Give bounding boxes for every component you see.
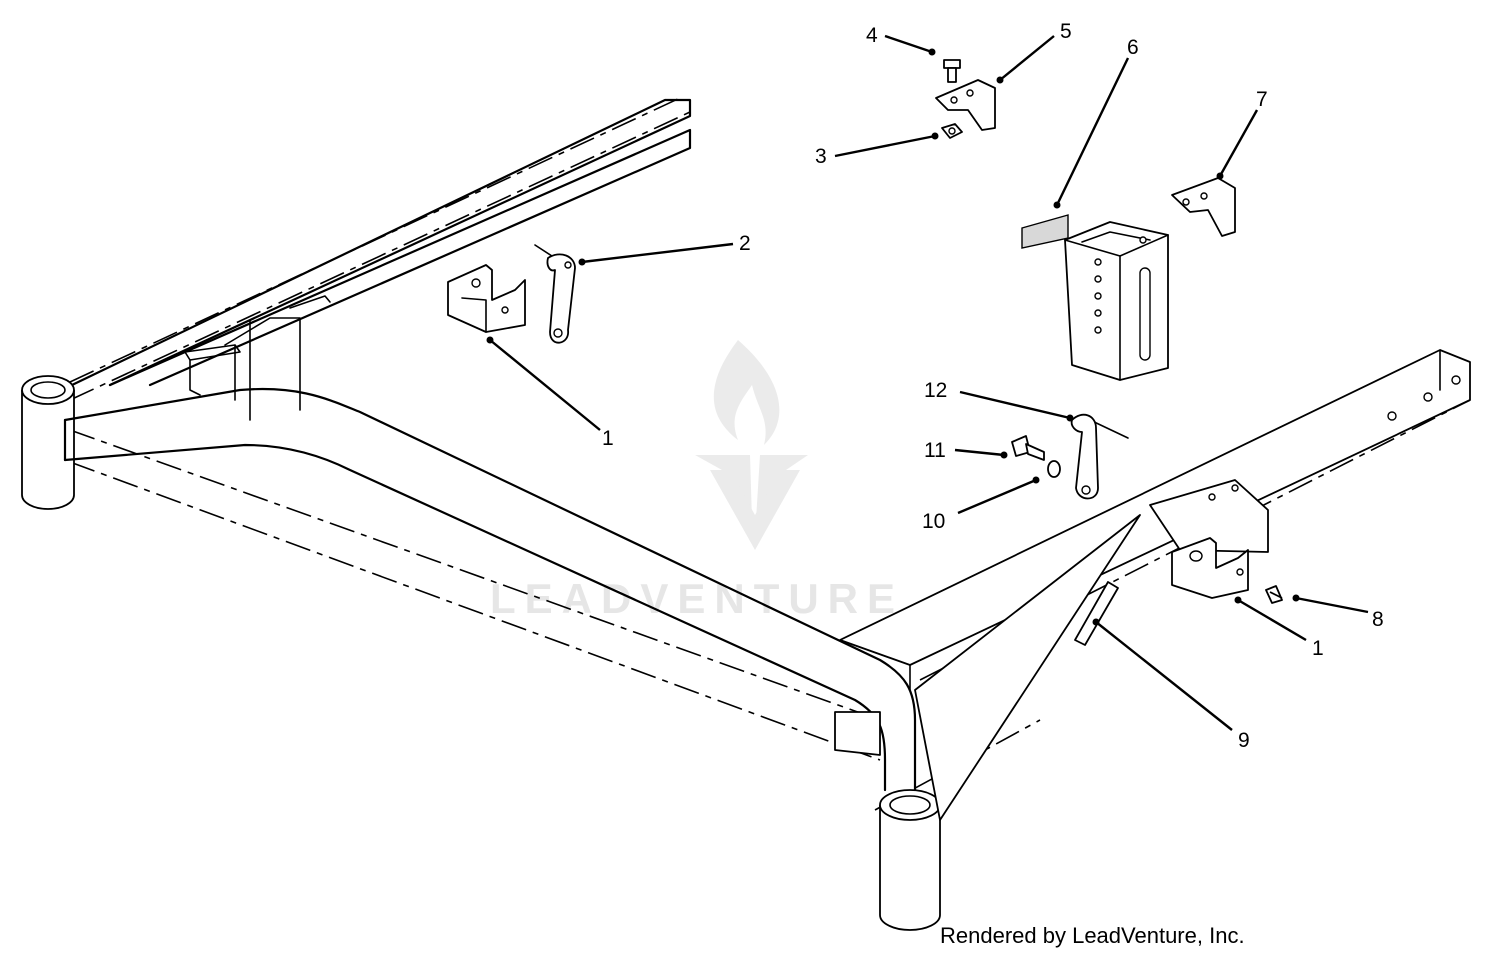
rear-plate	[1149, 479, 1269, 553]
part-10-washer	[1047, 460, 1061, 478]
callout-8: 8	[1372, 608, 1384, 631]
part-12-hook-pin	[1070, 413, 1129, 500]
watermark-text: LEADVENTURE	[490, 575, 904, 622]
callout-6: 6	[1127, 36, 1139, 59]
right-caster-tube	[879, 789, 941, 931]
callout-5: 5	[1060, 20, 1072, 43]
callout-3: 3	[815, 145, 827, 168]
callout-2: 2	[739, 232, 751, 255]
callout-labels: 1 1 2 3 4 5 6 7 8 9 10 11 12	[602, 20, 1384, 752]
watermark-logo-icon	[695, 340, 808, 550]
left-caster-tube	[21, 375, 75, 510]
callout-12: 12	[924, 379, 947, 402]
part-1-bracket-right	[1171, 537, 1249, 599]
callout-11: 11	[924, 439, 946, 462]
part-7-angle-bracket	[1171, 177, 1236, 237]
part-11-bolt	[1011, 435, 1045, 461]
callout-10: 10	[922, 510, 945, 533]
part-5-angle-bracket	[935, 79, 996, 131]
part-2-hook-pin	[534, 244, 576, 344]
rendered-by-credit: Rendered by LeadVenture, Inc.	[940, 923, 1245, 948]
callout-9: 9	[1238, 729, 1250, 752]
part-1-bracket-left	[447, 264, 526, 333]
sleeve-bracket	[1064, 221, 1169, 381]
callout-4: 4	[866, 24, 878, 47]
callout-leaders	[486, 34, 1369, 731]
gusset-plate	[834, 514, 1141, 821]
upper-rail	[70, 98, 692, 421]
part-4-bolt	[943, 59, 961, 83]
callout-1: 1	[1312, 637, 1324, 660]
callout-7: 7	[1256, 88, 1268, 111]
part-6-decal	[1021, 214, 1069, 249]
part-8-bolt	[1265, 585, 1283, 604]
part-3-nut	[941, 123, 963, 139]
callout-1: 1	[602, 427, 614, 450]
front-cross-tube	[63, 387, 917, 792]
